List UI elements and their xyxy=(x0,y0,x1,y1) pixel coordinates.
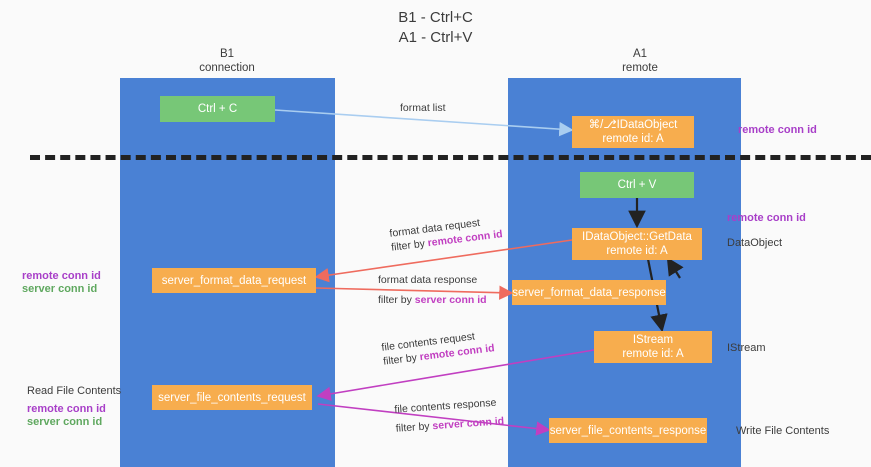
edge-label-format-data-response: format data response filter by server co… xyxy=(378,273,487,307)
title-line-1: B1 - Ctrl+C xyxy=(398,9,473,26)
label-right-write-file-contents: Write File Contents xyxy=(736,425,830,437)
node-server-file-contents-request-label: server_file_contents_request xyxy=(158,391,306,404)
node-istream-line1: IStream xyxy=(632,334,674,346)
node-server-file-contents-response[interactable]: server_file_contents_response xyxy=(549,418,707,443)
node-getdata-line1: IDataObject::GetData xyxy=(582,231,692,243)
filter-prefix: filter by xyxy=(382,351,421,368)
node-server-format-data-request[interactable]: server_format_data_request xyxy=(152,268,316,293)
label-left-remote-conn-id-mid: remote conn id xyxy=(22,270,101,282)
node-idataobject-top-line2: remote id: A xyxy=(602,133,664,145)
label-left-server-conn-id-bottom: server conn id xyxy=(27,416,103,428)
node-ctrl-c[interactable]: Ctrl + C xyxy=(160,96,275,122)
section-divider xyxy=(30,155,871,160)
node-istream[interactable]: IStream remote id: A xyxy=(594,331,712,363)
filter-prefix: filter by xyxy=(378,294,415,306)
filter-key-server-conn-id: server conn id xyxy=(414,294,487,306)
lane-header-a1: A1 remote xyxy=(560,47,720,75)
edge-label-file-contents-response-filter: filter by server conn id xyxy=(395,414,504,436)
edge-label-format-data-response-filter: filter by server conn id xyxy=(378,293,487,307)
lane-header-b1: B1 connection xyxy=(147,47,307,75)
node-ctrl-v-label: Ctrl + V xyxy=(617,179,657,191)
node-getdata-line2: remote id: A xyxy=(606,245,668,257)
edge-label-format-list-text: format list xyxy=(400,102,446,114)
node-server-format-data-response-label: server_format_data_response xyxy=(512,286,666,299)
node-ctrl-v[interactable]: Ctrl + V xyxy=(580,172,694,198)
edge-label-format-data-request: format data request filter by remote con… xyxy=(389,213,504,254)
lane-header-b1-subtitle: connection xyxy=(199,62,255,74)
filter-prefix: filter by xyxy=(395,420,433,435)
label-right-remote-conn-id-mid: remote conn id xyxy=(727,212,806,224)
node-ctrl-c-label: Ctrl + C xyxy=(197,103,238,115)
filter-prefix: filter by xyxy=(390,237,429,254)
edge-label-format-data-response-text: format data response xyxy=(378,274,478,286)
node-server-format-data-request-label: server_format_data_request xyxy=(161,274,307,287)
node-istream-line2: remote id: A xyxy=(622,348,684,360)
label-left-remote-conn-id-bottom: remote conn id xyxy=(27,403,106,415)
edge-label-file-contents-response-text: file contents response xyxy=(394,396,497,416)
title-line-2: A1 - Ctrl+V xyxy=(398,29,473,46)
edge-label-file-contents-request: file contents request filter by remote c… xyxy=(381,327,496,368)
label-left-server-conn-id-mid: server conn id xyxy=(22,283,98,295)
node-server-file-contents-response-label: server_file_contents_response xyxy=(549,424,707,437)
label-right-dataobject: DataObject xyxy=(727,237,783,249)
lane-header-a1-name: A1 xyxy=(632,48,648,60)
label-right-remote-conn-id-top: remote conn id xyxy=(738,124,817,136)
node-idataobject-top[interactable]: ⌘/⎇IDataObject remote id: A xyxy=(572,116,694,148)
label-left-read-file-contents: Read File Contents xyxy=(27,385,122,397)
node-server-file-contents-request[interactable]: server_file_contents_request xyxy=(152,385,312,410)
lane-header-a1-subtitle: remote xyxy=(622,62,658,74)
edge-label-file-contents-response: file contents response filter by server … xyxy=(394,395,505,435)
node-server-format-data-response[interactable]: server_format_data_response xyxy=(512,280,666,305)
filter-key-server-conn-id: server conn id xyxy=(432,415,505,433)
node-idataobject-top-line1: ⌘/⎇IDataObject xyxy=(588,119,678,131)
edge-label-format-list: format list xyxy=(400,101,446,115)
lane-header-b1-name: B1 xyxy=(219,48,235,60)
page-title: B1 - Ctrl+C A1 - Ctrl+V xyxy=(0,8,871,48)
label-right-istream: IStream xyxy=(727,342,766,354)
node-idataobject-getdata[interactable]: IDataObject::GetData remote id: A xyxy=(572,228,702,260)
